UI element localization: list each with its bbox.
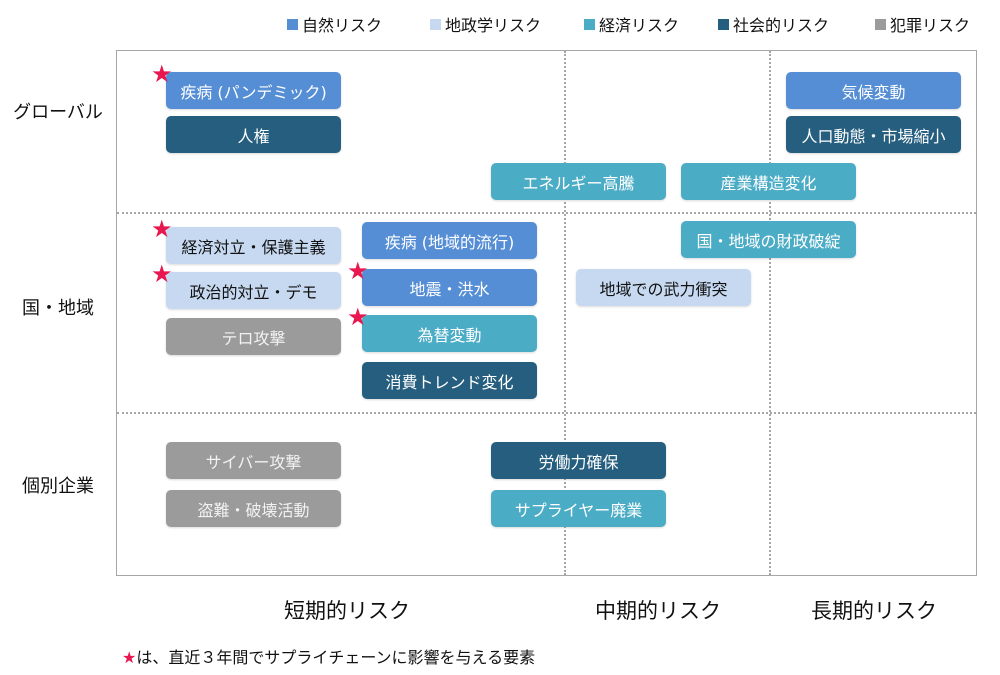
legend-item-crime: 犯罪リスク bbox=[875, 12, 970, 36]
legend-label: 自然リスク bbox=[302, 16, 383, 35]
star-icon: ★ bbox=[151, 215, 173, 243]
risk-box-social: 労働力確保 bbox=[491, 442, 666, 479]
risk-box-econ: 為替変動 bbox=[362, 315, 537, 352]
legend-item-econ: 経済リスク bbox=[584, 12, 679, 36]
footnote: ★は、直近３年間でサプライチェーンに影響を与える要素 bbox=[122, 644, 535, 668]
risk-box-geo: 地域での武力衝突 bbox=[576, 269, 751, 306]
risk-box-social: 消費トレンド変化 bbox=[362, 362, 537, 399]
legend-swatch bbox=[430, 18, 441, 30]
legend: 自然リスク 地政学リスク 経済リスク 社会的リスク 犯罪リスク bbox=[0, 12, 1000, 36]
star-icon: ★ bbox=[151, 260, 173, 288]
risk-box-social: 人口動態・市場縮小 bbox=[786, 116, 961, 153]
column-divider bbox=[769, 51, 771, 575]
column-label-short-term: 短期的リスク bbox=[284, 599, 410, 623]
row-label-individual-company: 個別企業 bbox=[22, 476, 94, 497]
risk-matrix-frame bbox=[116, 50, 977, 576]
row-label-global: グローバル bbox=[13, 102, 103, 123]
risk-box-natural: 疾病 (パンデミック) bbox=[166, 72, 341, 109]
risk-box-social: 人権 bbox=[166, 116, 341, 153]
risk-box-econ: エネルギー高騰 bbox=[491, 163, 666, 200]
legend-item-geo: 地政学リスク bbox=[430, 12, 541, 36]
legend-item-natural: 自然リスク bbox=[287, 12, 382, 36]
risk-box-crime: テロ攻撃 bbox=[166, 318, 341, 355]
legend-swatch bbox=[584, 18, 595, 30]
risk-box-econ: サプライヤー廃業 bbox=[491, 490, 666, 527]
risk-box-natural: 疾病 (地域的流行) bbox=[362, 222, 537, 259]
legend-item-social: 社会的リスク bbox=[718, 12, 829, 36]
legend-swatch bbox=[287, 18, 298, 30]
star-icon: ★ bbox=[347, 257, 369, 285]
star-icon: ★ bbox=[122, 648, 137, 667]
risk-box-econ: 産業構造変化 bbox=[681, 163, 856, 200]
column-divider bbox=[564, 51, 566, 575]
legend-label: 経済リスク bbox=[599, 16, 680, 35]
legend-swatch bbox=[718, 18, 729, 30]
risk-box-geo: 経済対立・保護主義 bbox=[166, 227, 341, 264]
risk-box-natural: 気候変動 bbox=[786, 72, 961, 109]
star-icon: ★ bbox=[347, 303, 369, 331]
legend-swatch bbox=[875, 18, 886, 30]
column-label-mid-term: 中期的リスク bbox=[595, 599, 721, 623]
legend-label: 地政学リスク bbox=[445, 16, 542, 35]
footnote-text: は、直近３年間でサプライチェーンに影響を与える要素 bbox=[136, 648, 536, 667]
column-label-long-term: 長期的リスク bbox=[811, 599, 937, 623]
risk-box-crime: 盗難・破壊活動 bbox=[166, 490, 341, 527]
legend-label: 犯罪リスク bbox=[890, 16, 971, 35]
legend-label: 社会的リスク bbox=[733, 16, 830, 35]
row-divider bbox=[117, 412, 976, 414]
risk-box-crime: サイバー攻撃 bbox=[166, 442, 341, 479]
risk-box-econ: 国・地域の財政破綻 bbox=[681, 221, 856, 258]
row-divider bbox=[117, 212, 976, 214]
risk-box-natural: 地震・洪水 bbox=[362, 269, 537, 306]
row-label-country-region: 国・地域 bbox=[22, 298, 94, 319]
risk-box-geo: 政治的対立・デモ bbox=[166, 272, 341, 309]
star-icon: ★ bbox=[151, 60, 173, 88]
